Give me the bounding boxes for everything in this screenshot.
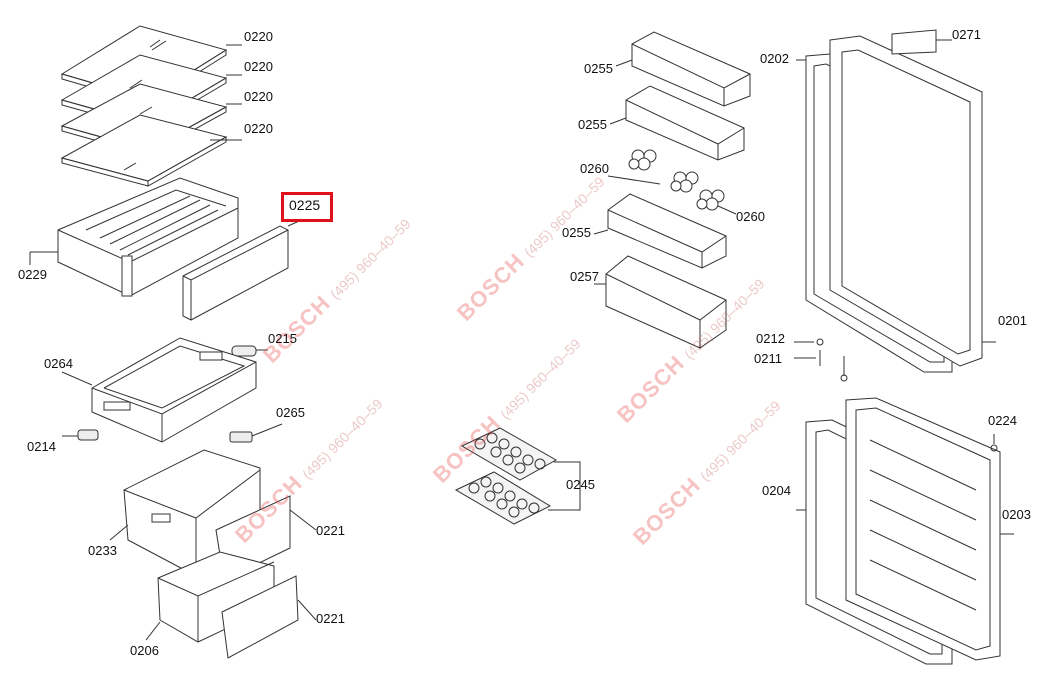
part-label-0215[interactable]: 0215 [268, 331, 297, 346]
part-label-0211[interactable]: 0211 [754, 351, 782, 366]
door-balcony-tall [605, 255, 727, 349]
ice-tray-1 [460, 427, 558, 481]
part-label-0271[interactable]: 0271 [952, 27, 981, 42]
highlight-box [281, 192, 333, 222]
part-label-0229[interactable]: 0229 [18, 267, 47, 282]
part-label-0260-a[interactable]: 0260 [580, 161, 609, 176]
part-label-0255-c[interactable]: 0255 [562, 225, 591, 240]
door-balcony-3 [607, 193, 727, 269]
door-balcony-1 [631, 31, 751, 107]
part-label-0221-a[interactable]: 0221 [316, 523, 345, 538]
freezer-door [845, 397, 1001, 661]
part-label-0224[interactable]: 0224 [988, 413, 1017, 428]
part-label-0264[interactable]: 0264 [44, 356, 73, 371]
part-label-0204[interactable]: 0204 [762, 483, 791, 498]
part-label-0260-b[interactable]: 0260 [736, 209, 765, 224]
part-label-0202[interactable]: 0202 [760, 51, 789, 66]
part-label-0214[interactable]: 0214 [27, 439, 56, 454]
ice-tray-2 [454, 471, 552, 525]
part-label-0255-b[interactable]: 0255 [578, 117, 607, 132]
part-label-0203[interactable]: 0203 [1002, 507, 1031, 522]
door-label-plate [891, 29, 937, 55]
freezer-tray [91, 337, 257, 443]
part-label-0221-b[interactable]: 0221 [316, 611, 345, 626]
part-label-0206[interactable]: 0206 [130, 643, 159, 658]
part-label-0245[interactable]: 0245 [566, 477, 595, 492]
screw-0224 [990, 444, 998, 452]
clip-part-0265 [229, 431, 253, 443]
clip-part-0215 [231, 345, 257, 357]
clip-part-0214 [77, 429, 99, 441]
egg-holder-2 [670, 171, 699, 193]
part-label-0220-a[interactable]: 0220 [244, 29, 273, 44]
part-label-0220-c[interactable]: 0220 [244, 89, 273, 104]
part-label-0201[interactable]: 0201 [998, 313, 1027, 328]
fridge-door [829, 35, 983, 367]
part-label-0212[interactable]: 0212 [756, 331, 785, 346]
part-label-0225[interactable]: 0225 [289, 197, 321, 213]
part-label-0220-b[interactable]: 0220 [244, 59, 273, 74]
egg-holder-1 [628, 149, 657, 171]
part-label-0265[interactable]: 0265 [276, 405, 305, 420]
hinge-screws [816, 338, 848, 382]
part-label-0220-d[interactable]: 0220 [244, 121, 273, 136]
door-balcony-2 [625, 85, 745, 161]
crisper-drawer [57, 177, 239, 297]
part-label-0255-a[interactable]: 0255 [584, 61, 613, 76]
glass-shelf-4 [60, 114, 228, 187]
part-label-0257[interactable]: 0257 [570, 269, 599, 284]
freezer-drawer-lower [157, 551, 299, 659]
part-label-0233[interactable]: 0233 [88, 543, 117, 558]
crisper-front-panel [182, 225, 289, 321]
egg-holder-3 [696, 189, 725, 211]
